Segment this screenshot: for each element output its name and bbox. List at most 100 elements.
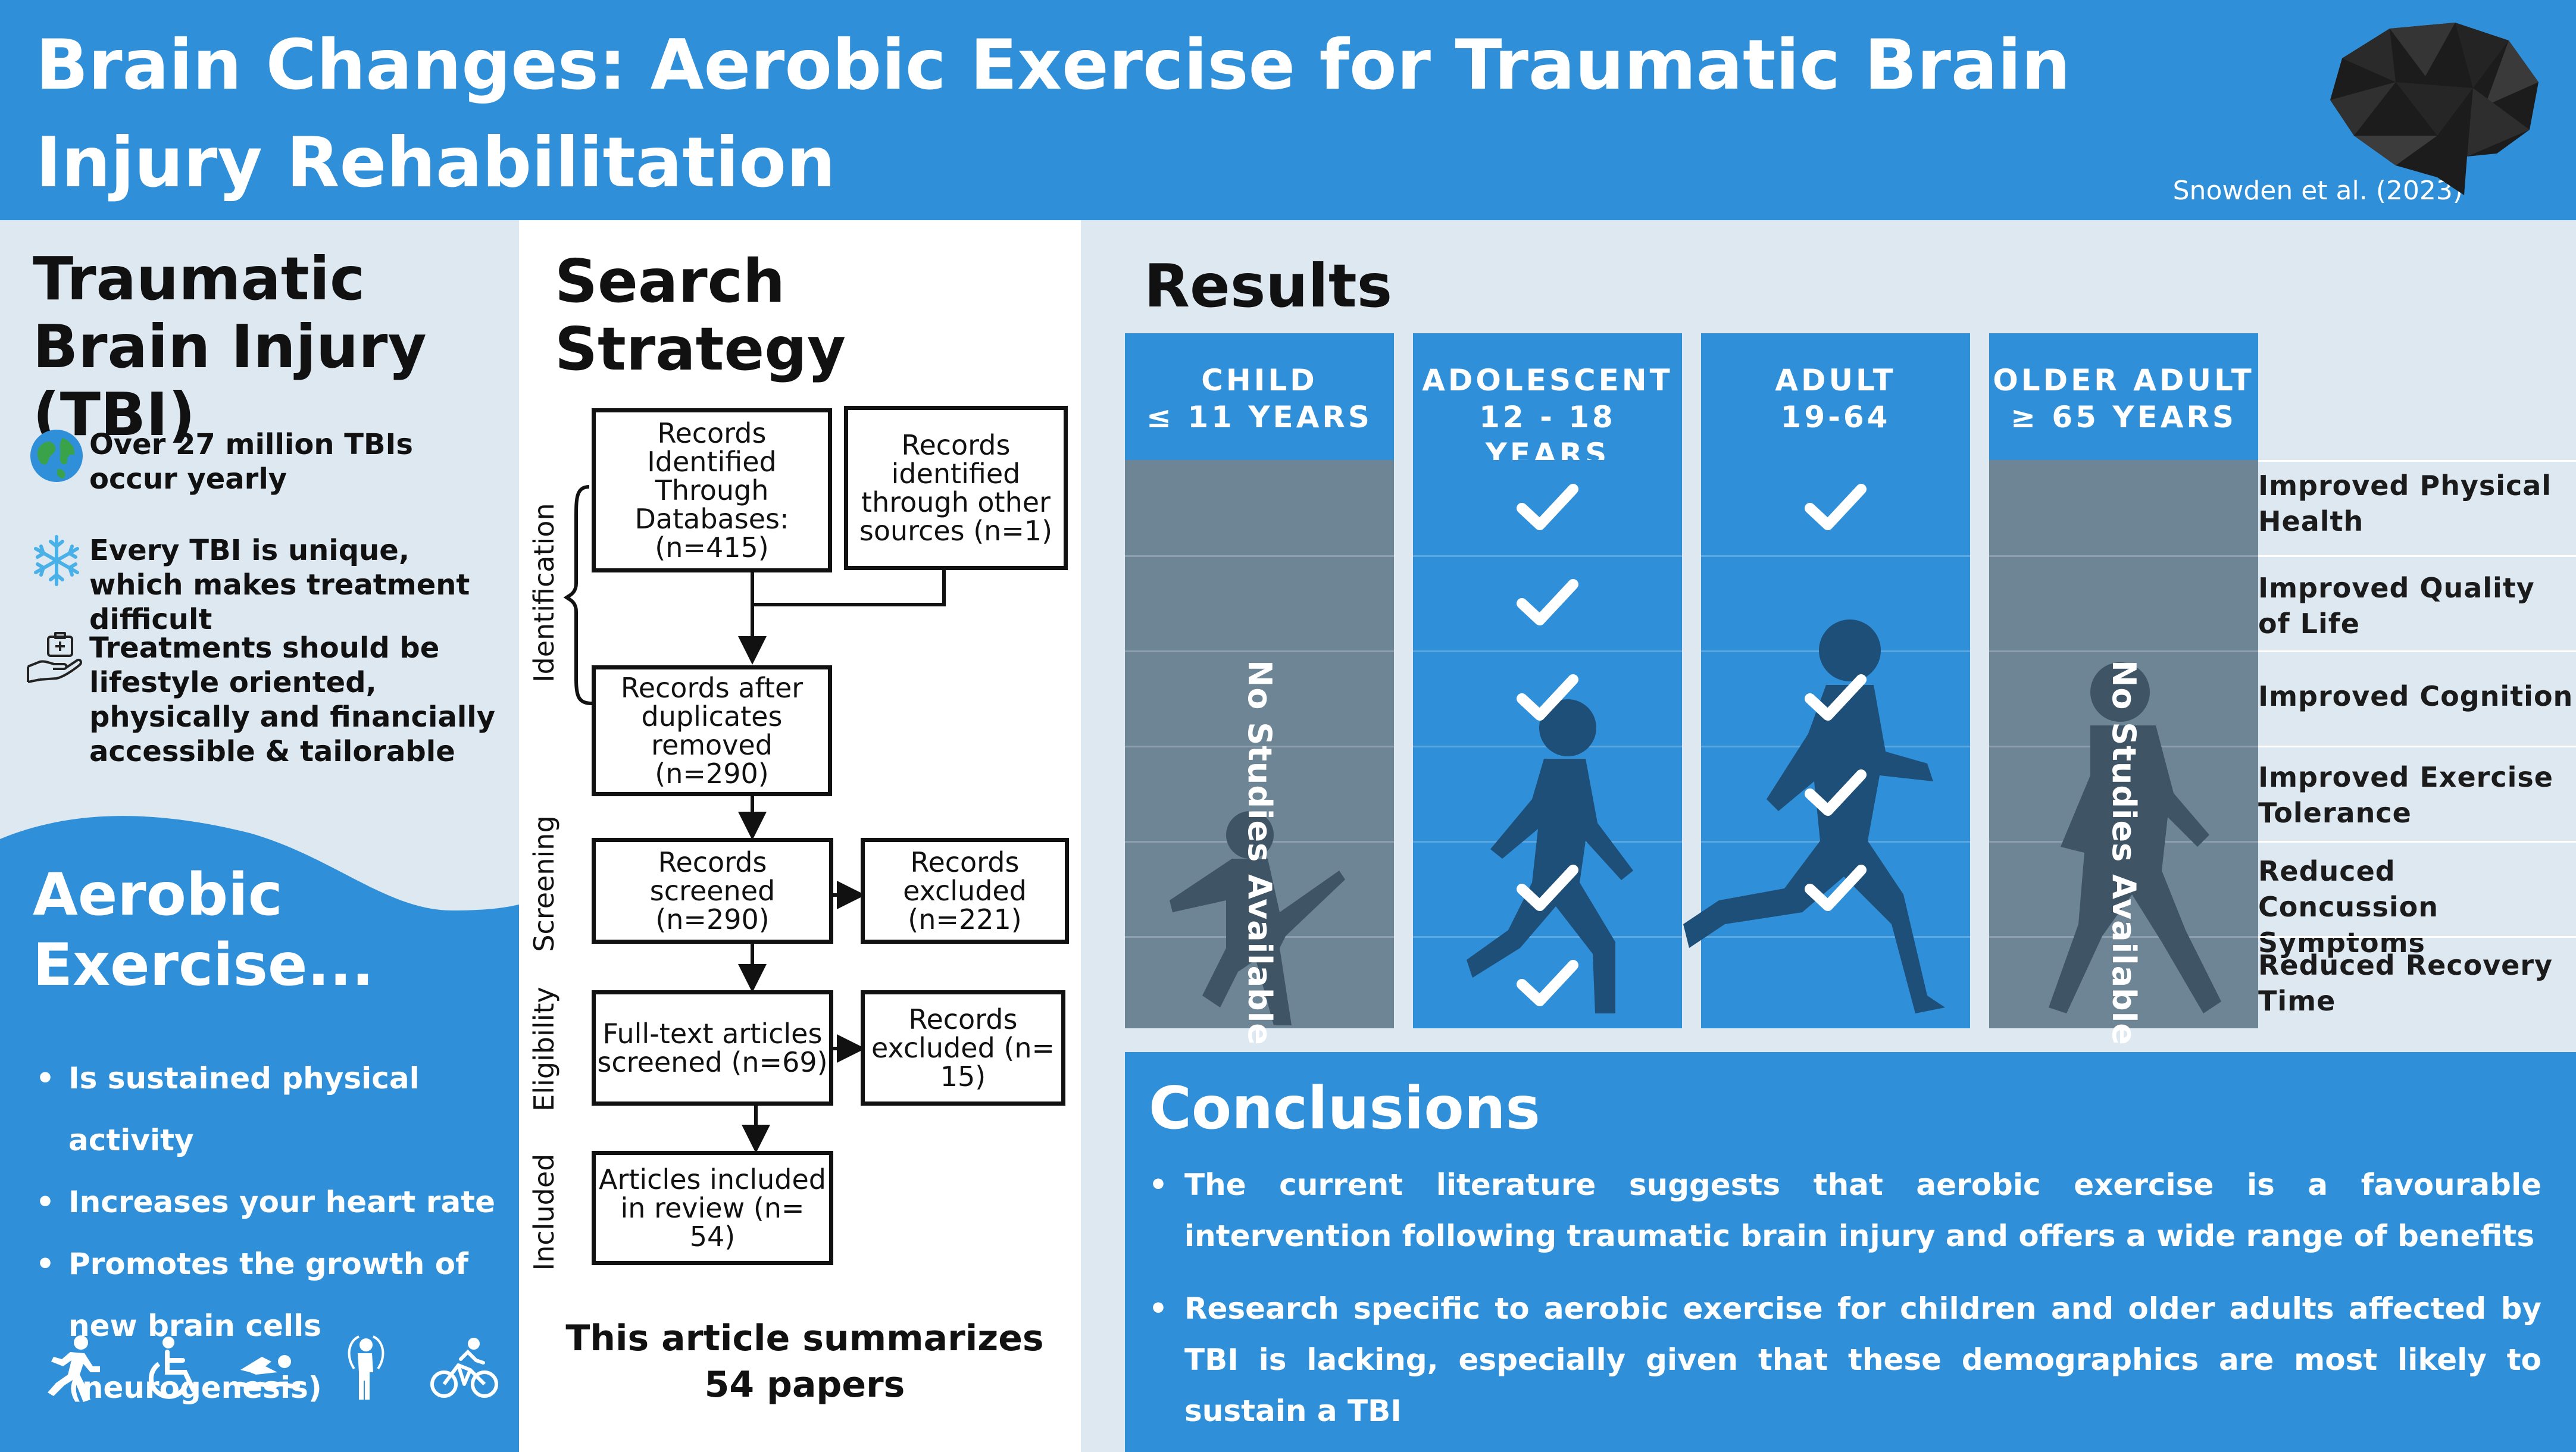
hand-medkit-icon: [27, 632, 82, 683]
list-item: Research specific to aerobic exercise fo…: [1149, 1283, 2541, 1437]
child-silhouette: [1170, 811, 1345, 1025]
brain-logo-icon: [2330, 23, 2539, 195]
fact-text: Treatments should be lifestyle oriented,…: [89, 631, 496, 768]
list-item: Promotes the growth of new brain cells (…: [36, 1233, 512, 1419]
no-studies-label: No Studies Available: [1241, 660, 1278, 1046]
header-banner: Brain Changes: Aerobic Exercise for Trau…: [0, 0, 2576, 220]
stage-label: Included: [528, 1153, 560, 1271]
flow-box-fulltext: Full-text articles screened (n=69): [592, 990, 833, 1106]
check-icon: [1517, 484, 1578, 530]
column-adolescent: ADOLESCENT 12 - 18 YEARS: [1413, 333, 1682, 1028]
row-divider: [1125, 650, 1394, 652]
row-divider: [1125, 746, 1394, 747]
row-divider: [1413, 936, 1682, 938]
globe-icon: [30, 430, 83, 482]
page-title: Brain Changes: Aerobic Exercise for Trau…: [36, 25, 2071, 203]
conclusions-heading: Conclusions: [1149, 1075, 1540, 1143]
search-panel: Search Strategy Records Identified Throu…: [519, 220, 1081, 1452]
summary-text: This article summarizes 54 papers: [565, 1318, 1044, 1406]
check-icon: [1517, 960, 1578, 1006]
column-body: [1683, 460, 1970, 1028]
row-divider: [1413, 650, 1682, 652]
flow-box-excluded-2: Records excluded (n= 15): [861, 990, 1065, 1106]
group-label: OLDER ADULT: [1993, 363, 2255, 398]
results-heading: Results: [1144, 251, 1393, 321]
adolescent-silhouette: [1467, 699, 1633, 1013]
fact-item: Over 27 million TBIs occur yearly: [24, 427, 500, 496]
cycling-icon: [430, 1338, 498, 1398]
check-icon: [1805, 674, 1867, 721]
check-icon: [1517, 579, 1578, 625]
snowflake-icon: [34, 535, 79, 586]
citation: Snowden et al. (2023): [2172, 176, 2463, 206]
row-divider: [1989, 555, 2258, 557]
group-label: CHILD: [1201, 363, 1318, 398]
conclusions-panel: Conclusions The current literature sugge…: [1125, 1052, 2576, 1452]
conclusions-list: The current literature suggests that aer…: [1149, 1159, 2541, 1452]
row-divider: [2258, 746, 2576, 747]
flow-box-screened: Records screened (n=290): [592, 838, 833, 944]
row-divider: [2258, 650, 2576, 652]
row-divider: [2258, 460, 2576, 462]
row-divider: [1701, 555, 1970, 557]
no-studies-label: No Studies Available: [2105, 660, 2143, 1046]
column-child: CHILD ≤ 11 YEARS No Studies Available: [1125, 333, 1394, 1046]
aerobic-list: Is sustained physical activity Increases…: [36, 1047, 512, 1419]
list-item: Is sustained physical activity: [36, 1047, 512, 1171]
group-range: 19-64: [1780, 400, 1891, 434]
check-icon: [1517, 674, 1578, 721]
group-range: ≥ 65 YEARS: [2011, 400, 2237, 434]
column-older-adult: OLDER ADULT ≥ 65 YEARS No Studies Availa…: [1989, 333, 2258, 1046]
column-adult: ADULT 19-64: [1683, 333, 1970, 1028]
row-divider: [1989, 650, 2258, 652]
group-range: ≤ 11 YEARS: [1146, 400, 1373, 434]
fact-text: Over 27 million TBIs occur yearly: [89, 428, 413, 496]
group-range: 12 - 18 YEARS: [1479, 400, 1616, 471]
column-body: No Studies Available: [1989, 460, 2258, 1046]
row-divider: [2258, 841, 2576, 843]
row-divider: [1125, 555, 1394, 557]
column-header: ADULT 19-64: [1701, 333, 1970, 460]
row-divider: [1701, 936, 1970, 938]
column-header: ADOLESCENT 12 - 18 YEARS: [1413, 333, 1682, 471]
column-body: No Studies Available: [1125, 460, 1394, 1046]
check-icon: [1805, 865, 1867, 911]
outcome-label: Improved Quality of Life: [2258, 572, 2535, 640]
outcome-label: Improved Physical Health: [2258, 470, 2552, 537]
check-icon: [1805, 769, 1867, 816]
flow-box-included: Articles included in review (n= 54): [592, 1151, 833, 1265]
search-title-text: Search Strategy: [555, 246, 846, 384]
older-adult-silhouette: [2049, 662, 2221, 1013]
group-label: ADULT: [1775, 363, 1896, 398]
stage-label: Eligibility: [528, 987, 560, 1112]
tbi-heading: Traumatic Brain Injury (TBI): [33, 244, 427, 449]
list-item: The current literature suggests that aer…: [1149, 1159, 2541, 1262]
check-icon: [1517, 865, 1578, 911]
jump-rope-icon: [348, 1335, 384, 1400]
adult-silhouette: [1683, 619, 1945, 1013]
row-divider: [1413, 555, 1682, 557]
outcome-label: Reduced Recovery Time: [2258, 949, 2553, 1017]
outcome-label: Improved Cognition: [2258, 680, 2574, 712]
column-header: CHILD ≤ 11 YEARS: [1125, 333, 1394, 460]
fact-item: Treatments should be lifestyle oriented,…: [24, 631, 500, 769]
flow-box-deduplicated: Records after duplicates removed (n=290): [592, 665, 832, 796]
flow-box-excluded-1: Records excluded (n=221): [861, 838, 1069, 944]
outcome-label: Reduced Concussion Symptoms: [2258, 855, 2439, 959]
group-label: ADOLESCENT: [1422, 363, 1673, 398]
stage-label: Screening: [528, 815, 560, 952]
flow-connectors: [563, 485, 946, 1153]
column-body: [1413, 460, 1682, 1028]
check-icon: [1805, 484, 1867, 530]
flow-box-databases: Records Identified Through Databases: (n…: [592, 408, 832, 572]
row-divider: [2258, 555, 2576, 557]
stage-label: Identification: [528, 503, 560, 683]
running-icon: [48, 1335, 100, 1402]
aerobic-heading: Aerobic Exercise...: [33, 861, 374, 999]
row-divider: [2258, 936, 2576, 938]
swimming-icon: [236, 1355, 300, 1390]
fact-text: Every TBI is unique, which makes treatme…: [89, 534, 470, 636]
flow-box-other-sources: Records identified through other sources…: [844, 406, 1068, 570]
activity-icons: [36, 1333, 500, 1410]
list-item: Increases your heart rate: [36, 1171, 512, 1233]
